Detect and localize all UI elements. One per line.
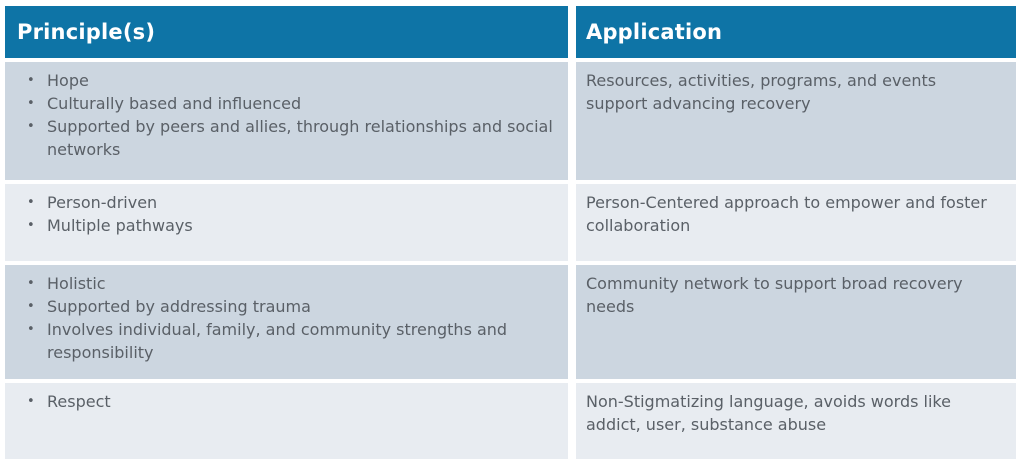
- application-text: Person-Centered approach to empower and …: [586, 193, 987, 235]
- application-cell: Community network to support broad recov…: [576, 265, 1016, 379]
- bullet-icon: •: [27, 276, 35, 291]
- application-text: Non-Stigmatizing language, avoids words …: [586, 392, 951, 434]
- principle-text: Involves individual, family, and communi…: [47, 320, 508, 362]
- bullet-icon: •: [27, 299, 35, 314]
- application-cell: Resources, activities, programs, and eve…: [576, 62, 1016, 180]
- principle-text: Person-driven: [47, 193, 158, 212]
- principle-text: Culturally based and influenced: [47, 94, 302, 113]
- principles-application-table: Principle(s) Application • Hope • Cultur…: [5, 6, 1016, 459]
- bullet-icon: •: [27, 195, 35, 210]
- principle-text: Respect: [47, 392, 111, 411]
- principle-text: Multiple pathways: [47, 216, 193, 235]
- application-text: Resources, activities, programs, and eve…: [586, 71, 937, 113]
- column-header-principles: Principle(s): [5, 6, 568, 58]
- bullet-icon: •: [27, 119, 35, 134]
- bullet-icon: •: [27, 394, 35, 409]
- principles-cell: • Respect: [5, 383, 568, 459]
- column-header-application: Application: [576, 6, 1016, 58]
- application-cell: Non-Stigmatizing language, avoids words …: [576, 383, 1016, 459]
- principle-list-item: • Respect: [5, 390, 558, 413]
- principles-list: • Respect: [5, 390, 558, 413]
- bullet-icon: •: [27, 218, 35, 233]
- principle-text: Supported by peers and allies, through r…: [47, 117, 553, 159]
- bullet-icon: •: [27, 322, 35, 337]
- column-header-principles-label: Principle(s): [17, 20, 156, 44]
- principles-list: • Hope • Culturally based and influenced…: [5, 69, 558, 161]
- application-text: Community network to support broad recov…: [586, 274, 963, 316]
- principle-list-item: • Multiple pathways: [5, 214, 558, 237]
- principle-list-item: • Hope: [5, 69, 558, 92]
- principles-cell: • Holistic • Supported by addressing tra…: [5, 265, 568, 379]
- principle-text: Supported by addressing trauma: [47, 297, 311, 316]
- principle-list-item: • Supported by peers and allies, through…: [5, 115, 558, 161]
- principle-text: Holistic: [47, 274, 106, 293]
- principle-list-item: • Person-driven: [5, 191, 558, 214]
- principle-list-item: • Involves individual, family, and commu…: [5, 318, 558, 364]
- principle-list-item: • Culturally based and influenced: [5, 92, 558, 115]
- principles-list: • Person-driven • Multiple pathways: [5, 191, 558, 237]
- principle-list-item: • Holistic: [5, 272, 558, 295]
- bullet-icon: •: [27, 73, 35, 88]
- principle-list-item: • Supported by addressing trauma: [5, 295, 558, 318]
- bullet-icon: •: [27, 96, 35, 111]
- principle-text: Hope: [47, 71, 89, 90]
- column-header-application-label: Application: [586, 20, 723, 44]
- principles-cell: • Person-driven • Multiple pathways: [5, 184, 568, 261]
- application-cell: Person-Centered approach to empower and …: [576, 184, 1016, 261]
- principles-list: • Holistic • Supported by addressing tra…: [5, 272, 558, 364]
- principles-cell: • Hope • Culturally based and influenced…: [5, 62, 568, 180]
